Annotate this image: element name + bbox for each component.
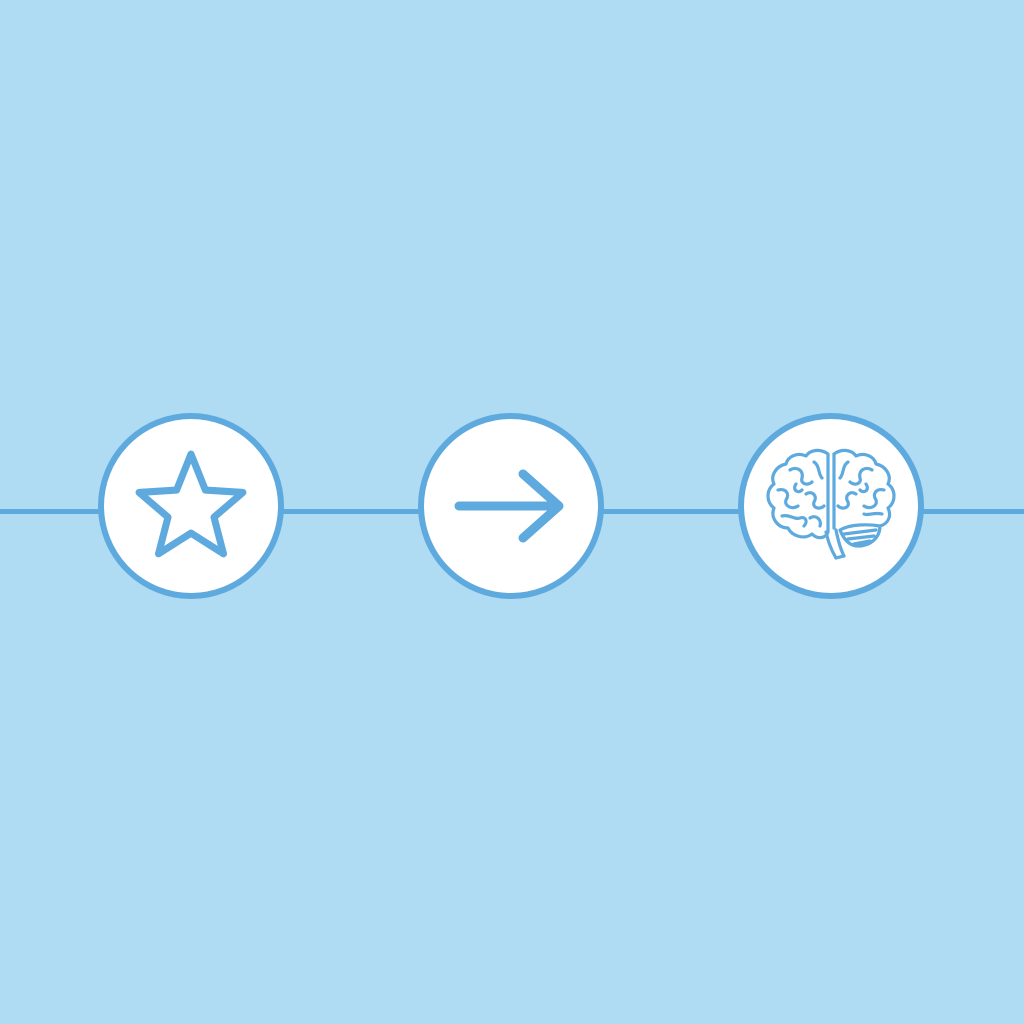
step-node-arrow	[418, 413, 604, 599]
brain-icon	[764, 444, 898, 568]
step-node-star	[98, 413, 284, 599]
star-icon	[132, 447, 250, 565]
step-node-brain	[738, 413, 924, 599]
arrow-right-icon	[449, 464, 573, 548]
